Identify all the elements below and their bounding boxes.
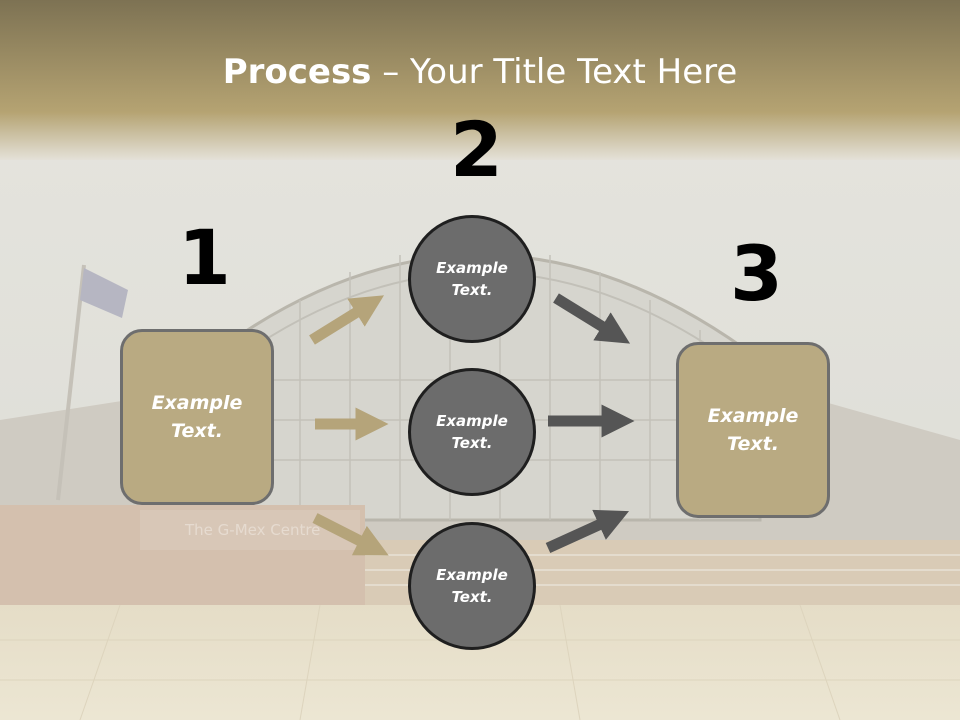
circle-bottom-text: Example Text. [436, 565, 508, 607]
step-number-3: 3 [730, 229, 783, 318]
circle-middle-text: Example Text. [436, 411, 508, 453]
right-box-text: Example Text. [707, 404, 799, 456]
right-text-box: Example Text. [676, 342, 830, 518]
circle-top-text: Example Text. [436, 258, 508, 300]
title-bold-part: Process [222, 52, 372, 92]
page-title: Process – Your Title Text Here [0, 52, 960, 92]
background-sign-text: The G-Mex Centre [184, 521, 320, 539]
circle-top: Example Text. [408, 215, 536, 343]
left-box-text: Example Text. [151, 391, 243, 443]
circle-bottom: Example Text. [408, 522, 536, 650]
circle-middle: Example Text. [408, 368, 536, 496]
title-rest-part: – Your Title Text Here [371, 52, 738, 92]
step-number-2: 2 [450, 105, 503, 194]
left-text-box: Example Text. [120, 329, 274, 505]
step-number-1: 1 [178, 213, 231, 302]
